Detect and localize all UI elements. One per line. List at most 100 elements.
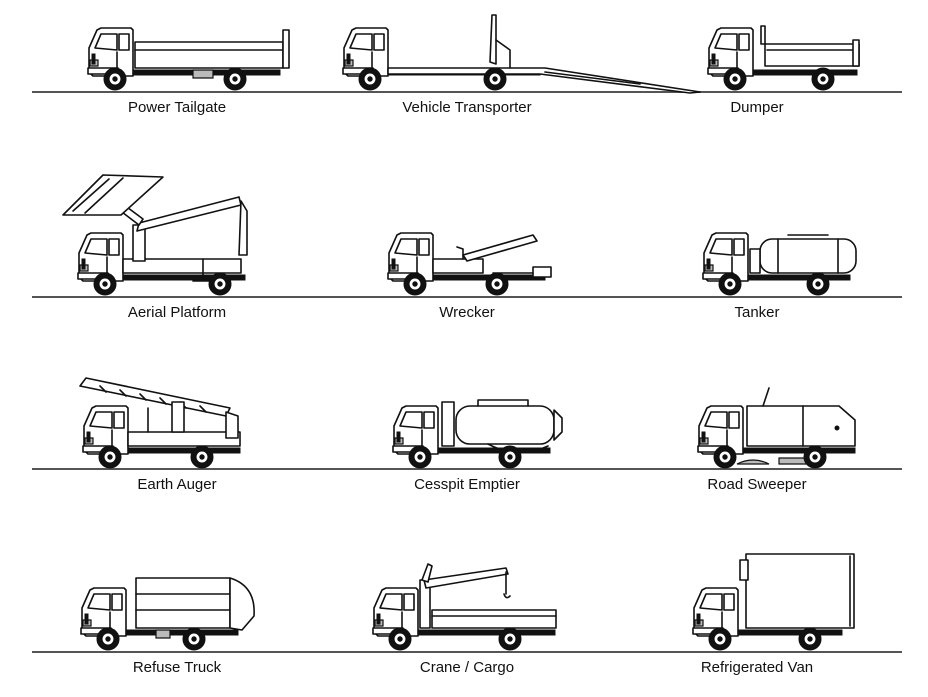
beacon-mast [763,388,769,406]
cab-mirror [377,614,380,624]
platform-base [123,259,241,273]
wheel-center [103,282,107,286]
tank-door [554,410,562,440]
wheel-center [821,77,825,81]
wheel-center [218,282,222,286]
underlift [533,267,551,277]
wheel-center [368,77,372,81]
ground-line-row-4 [32,651,902,653]
auger-deck [128,432,240,446]
wheel-center [108,455,112,459]
cab-windscreen [350,34,372,50]
ground-line-row-2 [32,296,902,298]
cab-side-window [419,239,429,255]
cab-mirror [87,432,90,442]
vehicle-label: Aerial Platform [127,304,227,321]
wheel-center [106,637,110,641]
crane-hook [504,594,510,598]
insulated-box [746,554,854,628]
cab-side-window [112,594,122,610]
cab-windscreen [85,239,107,255]
truck-illustration-crane-cargo [370,560,565,652]
mast-lattice [100,386,206,412]
cab-side-window [734,239,744,255]
platform-rails [73,178,123,213]
truck-illustration-cesspit-emptier [390,388,560,470]
mast-foot [226,412,238,438]
ground-line-row-1 [32,91,902,93]
chassis-rail [753,70,857,75]
boom-pivot [457,247,463,259]
truck-illustration-refuse-truck [78,570,253,652]
cab-mirror [392,259,395,269]
chassis-rail [123,275,245,280]
truck-illustration-power-tailgate [85,10,295,92]
boom-lower [137,197,241,231]
bucket-platform [63,175,163,215]
cab-windscreen [95,34,117,50]
vehicle-label: Cesspit Emptier [414,476,520,493]
wheel-center [733,77,737,81]
tank-barrel [760,239,856,273]
cab-windscreen [400,412,422,428]
cab-mirror [92,54,95,64]
wheel-center [495,282,499,286]
wheel-center [418,455,422,459]
cab-mirror [707,259,710,269]
wheel-center [493,77,497,81]
truck-illustration-vehicle-transporter [340,10,710,92]
vehicle-label: Wrecker [439,304,495,321]
cab-side-window [374,34,384,50]
cab-windscreen [705,412,727,428]
winch-frame [496,40,510,68]
pump-housing [442,402,454,446]
wheel-center [398,637,402,641]
wheel-center [113,77,117,81]
vehicle-label: Refuse Truck [132,659,222,676]
wheel-center [808,637,812,641]
cab-mirror [702,432,705,442]
truck-illustration-aerial-platform [55,175,255,297]
wheel-center [508,455,512,459]
cab-mirror [82,259,85,269]
chassis-rail [748,275,850,280]
chassis-rail [128,448,240,453]
vehicle-label: Refrigerated Van [700,659,814,676]
chassis-rail [738,630,842,635]
cab-windscreen [88,594,110,610]
headboard-post [490,15,496,64]
chassis-rail [126,630,238,635]
cab-windscreen [380,594,402,610]
cab-windscreen [395,239,417,255]
wheel-center [192,637,196,641]
vehicle-label: Tanker [734,304,780,321]
hopper-body [747,406,855,446]
body-ribs [136,594,230,610]
cab-side-window [109,239,119,255]
chassis-rail [418,630,555,635]
wheel-center [413,282,417,286]
cab-side-window [119,34,129,50]
toolbox [193,70,213,78]
vehicle-label: Crane / Cargo [419,659,515,676]
vehicle-label: Vehicle Transporter [402,99,532,116]
wheel-center [813,455,817,459]
gutter-brush [737,460,769,464]
dropside-body [135,42,283,68]
wheel-center [200,455,204,459]
bed-rail [545,72,640,84]
chassis-rail [743,448,855,453]
wheel-center [508,637,512,641]
wrecker-deck [433,259,483,273]
vehicle-label: Road Sweeper [707,476,807,493]
vehicle-label: Dumper [730,99,784,116]
cab-side-window [729,412,739,428]
tail-post [853,40,859,66]
truck-illustration-road-sweeper [695,383,865,470]
cab-side-window [724,594,734,610]
cab-windscreen [700,594,722,610]
tilt-bed [388,68,700,93]
truck-illustration-earth-auger [80,378,255,470]
tailgate-lift [283,30,289,68]
wheel-center [718,637,722,641]
